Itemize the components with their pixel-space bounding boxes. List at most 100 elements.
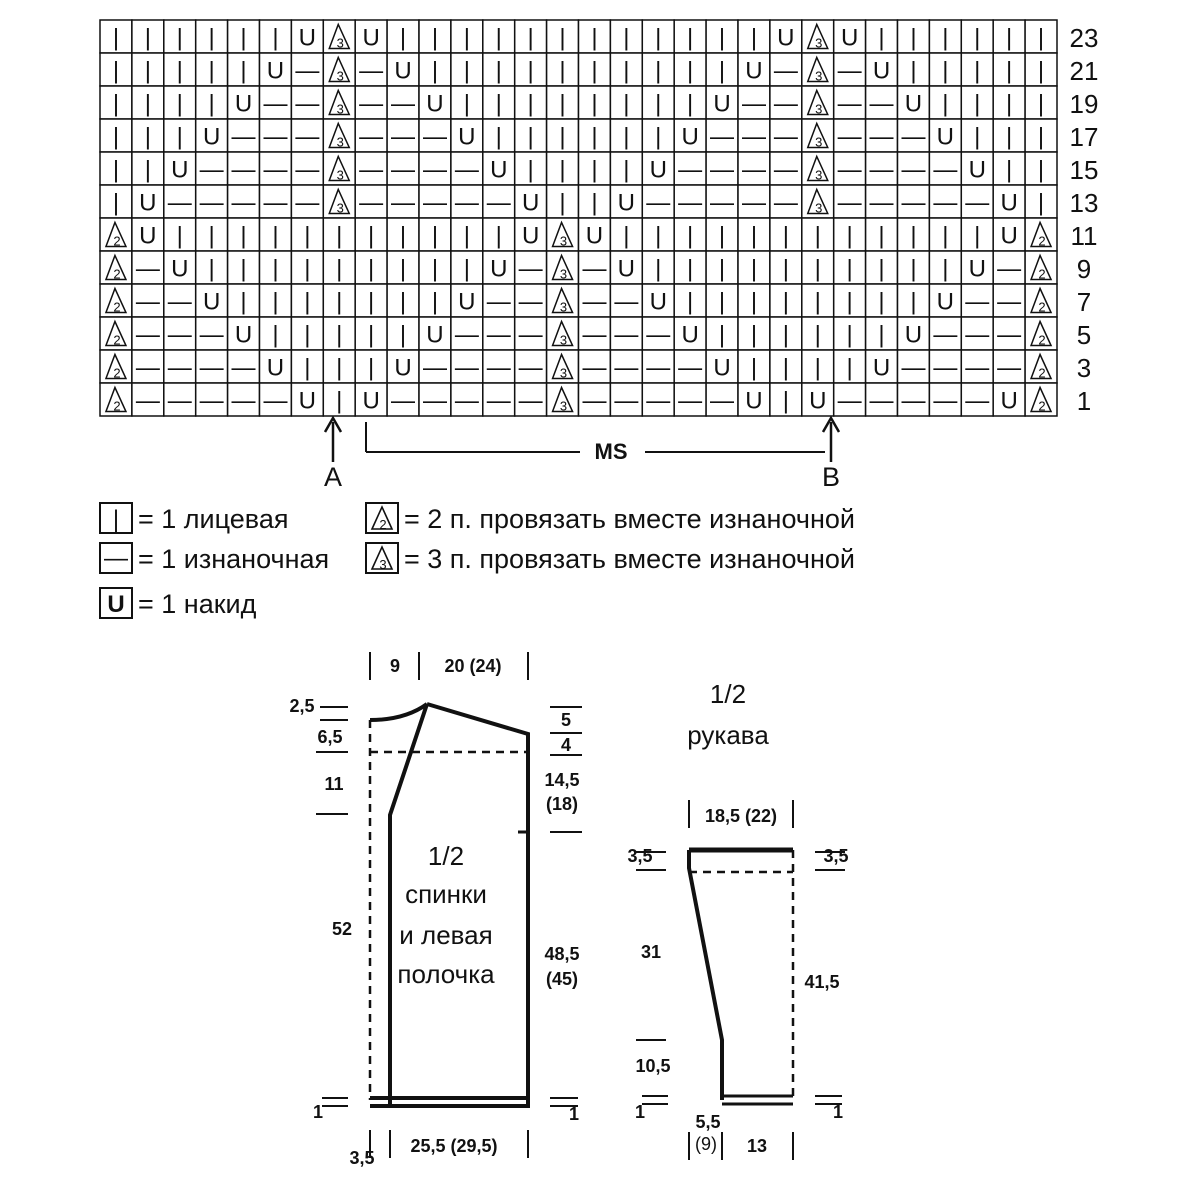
chart-cell-symbol: — <box>582 322 606 349</box>
chart-cell: U <box>386 52 420 87</box>
chart-cell: — <box>418 151 452 186</box>
chart-cell: | <box>1024 184 1058 219</box>
chart-cell: | <box>960 85 994 120</box>
chart-cell-symbol: — <box>263 190 287 217</box>
chart-cell: — <box>226 151 261 186</box>
legend: | = 1 лицевая — = 1 изнаночная U = 1 нак… <box>99 502 855 619</box>
chart-cell-symbol: | <box>336 289 342 316</box>
sleeve-bottom-13: 13 <box>747 1136 767 1156</box>
chart-cell-symbol: — <box>646 190 670 217</box>
chart-cell-symbol: — <box>263 157 287 184</box>
chart-cell: | <box>928 19 963 54</box>
chart-cell: | <box>290 316 325 351</box>
chart-cell-symbol: — <box>710 124 734 151</box>
chart-cell-symbol: | <box>304 355 310 382</box>
chart-cell: | <box>194 52 229 87</box>
legend-p2tog-symbol: 2 <box>379 517 386 532</box>
chart-cell-symbol: — <box>678 355 702 382</box>
body-right-48-5: 48,5 <box>544 944 579 964</box>
chart-cell-symbol: | <box>783 256 789 283</box>
chart-cell-symbol: | <box>240 58 246 85</box>
chart-cell-symbol: | <box>910 58 916 85</box>
chart-cell: | <box>99 118 133 153</box>
chart-cell: | <box>163 217 197 252</box>
chart-cell-symbol: — <box>200 388 224 415</box>
chart-cell: — <box>641 316 675 351</box>
chart-cell: | <box>99 85 133 120</box>
chart-cell-symbol: U <box>1000 223 1017 250</box>
chart-cell-symbol: | <box>591 25 597 52</box>
chart-cell: U <box>609 250 644 285</box>
body-left-1: 1 <box>313 1102 323 1122</box>
chart-cell: | <box>801 217 835 252</box>
chart-cell: | <box>609 217 644 252</box>
chart-cell: | <box>1024 19 1058 54</box>
chart-cell-symbol: — <box>519 388 543 415</box>
chart-cell-symbol: | <box>272 322 278 349</box>
chart-cell: — <box>609 283 644 318</box>
marker-a-label: A <box>324 462 342 492</box>
chart-cell: U <box>226 85 261 120</box>
chart-cell-symbol: | <box>815 256 821 283</box>
chart-cell-symbol: — <box>901 388 925 415</box>
chart-cell-symbol: | <box>910 256 916 283</box>
chart-cell: U <box>864 349 899 384</box>
chart-cell-symbol: | <box>942 25 948 52</box>
chart-cell: — <box>673 382 707 417</box>
chart-cell-symbol: — <box>838 388 862 415</box>
legend-yo-symbol: U <box>107 591 124 618</box>
chart-cell: | <box>450 85 484 120</box>
chart-cell-symbol: U <box>777 25 794 52</box>
chart-cell-symbol: U <box>618 256 635 283</box>
chart-cell-symbol: | <box>400 25 406 52</box>
chart-cell: | <box>737 283 771 318</box>
chart-cell: — <box>896 118 931 153</box>
chart-cell-symbol: | <box>304 256 310 283</box>
chart-cell: — <box>896 184 931 219</box>
chart-cell: | <box>290 250 325 285</box>
chart-cell-symbol: | <box>847 223 853 250</box>
chart-cell: — <box>513 349 548 384</box>
chart-cell-symbol: U <box>522 190 539 217</box>
chart-cell-symbol: — <box>295 157 319 184</box>
chart-cell-symbol: | <box>496 223 502 250</box>
chart-cell-symbol: U <box>139 190 156 217</box>
chart-cell: — <box>482 349 516 384</box>
chart-cell: — <box>769 118 803 153</box>
chart-cell: 2 <box>99 382 133 417</box>
marker-b-label: B <box>822 462 840 492</box>
chart-cell-symbol: — <box>582 289 606 316</box>
chart-cell: | <box>290 349 325 384</box>
chart-row-number: 21 <box>1070 56 1099 86</box>
chart-cell: — <box>131 316 165 351</box>
chart-cell-symbol: — <box>455 355 479 382</box>
chart-cell-symbol: | <box>1038 157 1044 184</box>
chart-cell: | <box>992 19 1026 54</box>
chart-cell: U <box>290 382 325 417</box>
chart-cell: — <box>354 118 388 153</box>
chart-cell: | <box>673 217 707 252</box>
chart-cell-symbol: — <box>870 91 894 118</box>
chart-cell-symbol: | <box>878 223 884 250</box>
chart-cell-symbol: — <box>838 124 862 151</box>
chart-cell-symbol: | <box>368 322 374 349</box>
chart-cell: — <box>386 184 420 219</box>
body-top-left: 9 <box>390 656 400 676</box>
chart-cell: U <box>609 184 644 219</box>
chart-cell-symbol: — <box>168 322 192 349</box>
chart-cell: U <box>673 118 707 153</box>
chart-cell: | <box>545 184 580 219</box>
chart-cell-symbol: — <box>742 157 766 184</box>
chart-cell-symbol: — <box>423 355 447 382</box>
sleeve-right-3-5: 3,5 <box>823 846 848 866</box>
chart-cell: — <box>832 151 867 186</box>
chart-cell-symbol: — <box>838 91 862 118</box>
chart-cell-symbol: | <box>113 25 119 52</box>
chart-cell: | <box>386 217 420 252</box>
chart-cell: — <box>928 316 963 351</box>
chart-cell-symbol: | <box>878 256 884 283</box>
chart-cell: U <box>801 382 835 417</box>
sleeve-left-3-5: 3,5 <box>627 846 652 866</box>
chart-cell: — <box>960 316 994 351</box>
